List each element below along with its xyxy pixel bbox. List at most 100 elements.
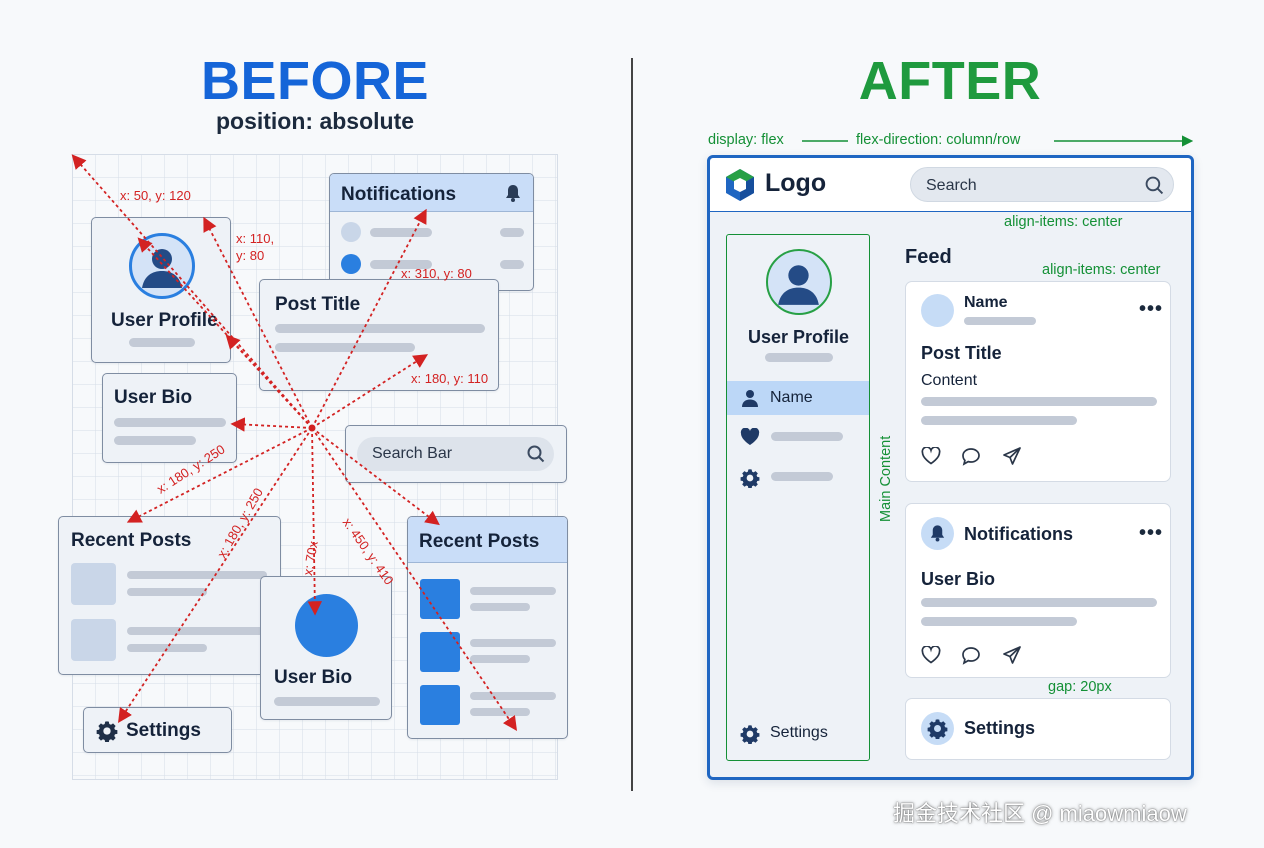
divider — [631, 58, 633, 791]
post-content: Content — [921, 372, 978, 389]
comment-icon[interactable] — [961, 447, 981, 466]
search-bar[interactable]: Search Bar — [357, 437, 554, 471]
placeholder-line — [470, 655, 530, 663]
sidebar: User Profile Name Settings — [726, 234, 870, 761]
sidebar-item-favorites[interactable] — [727, 421, 869, 453]
coord-label: x: 310, y: 80 — [401, 266, 472, 281]
recent-posts-label: Recent Posts — [71, 530, 192, 551]
bell-icon — [930, 525, 945, 542]
placeholder-line — [370, 228, 432, 237]
notifications-post-card: Notifications ••• User Bio — [905, 503, 1171, 678]
sidebar-settings[interactable]: Settings — [727, 713, 869, 753]
placeholder-line — [771, 432, 843, 441]
bell-icon — [506, 185, 520, 202]
placeholder-line — [500, 260, 524, 269]
placeholder-line — [470, 692, 556, 700]
user-bio-card: User Bio — [102, 373, 237, 463]
settings-post-card[interactable]: Settings — [905, 698, 1171, 760]
placeholder-line — [370, 260, 432, 269]
user-bio-card-bottom: User Bio — [260, 576, 392, 720]
placeholder-line — [765, 353, 833, 362]
heart-icon — [740, 428, 760, 445]
gap-label: gap: 20px — [1048, 679, 1112, 695]
placeholder-line — [114, 436, 196, 445]
gear-icon — [740, 725, 760, 744]
comment-icon[interactable] — [961, 646, 981, 665]
sidebar-item-settings-gear[interactable] — [727, 461, 869, 493]
thumbnail — [420, 685, 460, 725]
search-placeholder: Search — [926, 177, 977, 194]
watermark: 掘金技术社区 @ miaowmiaow — [893, 801, 1187, 826]
after-title: AFTER — [858, 51, 1042, 111]
app-header: Logo Search — [710, 158, 1191, 212]
user-bio-label: User Bio — [114, 387, 193, 408]
list-dot — [341, 222, 361, 242]
placeholder-line — [129, 338, 195, 347]
placeholder-line — [500, 228, 524, 237]
user-icon — [742, 390, 758, 407]
logo-icon — [726, 169, 754, 201]
align-items-label-2: align-items: center — [1042, 262, 1161, 278]
thumbnail — [420, 632, 460, 672]
placeholder-line — [275, 324, 485, 333]
placeholder-line — [275, 343, 415, 352]
more-icon[interactable]: ••• — [1139, 522, 1164, 544]
avatar-circle — [295, 594, 358, 657]
placeholder-line — [127, 644, 207, 652]
placeholder-line — [470, 708, 530, 716]
placeholder-line — [771, 472, 833, 481]
sidebar-item-label: Name — [770, 389, 813, 406]
placeholder-line — [274, 697, 380, 706]
search-bar-card: Search Bar — [345, 425, 567, 483]
gear-badge — [921, 712, 954, 745]
heart-icon[interactable] — [921, 447, 941, 465]
notifications-card: Notifications — [329, 173, 534, 291]
logo-text: Logo — [765, 169, 827, 197]
placeholder-line — [470, 587, 556, 595]
recent-posts-card-left: Recent Posts — [58, 516, 281, 675]
placeholder-line — [127, 588, 207, 596]
post-title-card: Post Title — [259, 279, 499, 391]
flex-direction-label: flex-direction: column/row — [856, 132, 1021, 148]
notifications-label: Notifications — [341, 184, 457, 205]
coord-label: x: 180, y: 110 — [411, 371, 489, 386]
notifications-title: Notifications — [964, 524, 1074, 544]
list-dot — [341, 254, 361, 274]
placeholder-line — [921, 598, 1157, 607]
coord-label: x: 50, y: 120 — [120, 188, 191, 203]
display-flex-label: display: flex — [708, 132, 784, 148]
gear-icon — [740, 469, 760, 488]
post-author: Name — [964, 294, 1008, 311]
placeholder-line — [470, 603, 530, 611]
placeholder-line — [114, 418, 226, 427]
user-profile-label: User Profile — [111, 310, 218, 331]
sidebar-profile-label: User Profile — [748, 327, 850, 347]
placeholder-line — [127, 571, 267, 579]
user-bio-label: User Bio — [274, 667, 353, 688]
before-title: BEFORE — [200, 51, 430, 111]
placeholder-line — [921, 617, 1077, 626]
placeholder-line — [127, 627, 267, 635]
post-card: Name ••• Post Title Content — [905, 281, 1171, 482]
align-items-label: align-items: center — [1004, 214, 1123, 230]
sidebar-avatar — [766, 249, 832, 315]
coord-label: x: 110, y: 80 — [236, 231, 275, 263]
send-icon[interactable] — [1002, 646, 1022, 665]
send-icon[interactable] — [1002, 447, 1022, 466]
recent-posts-label: Recent Posts — [419, 531, 540, 552]
placeholder-line — [964, 317, 1036, 325]
thumbnail — [71, 619, 116, 661]
more-icon[interactable]: ••• — [1139, 298, 1164, 320]
post-title-label: Post Title — [275, 294, 361, 315]
placeholder-line — [470, 639, 556, 647]
heart-icon[interactable] — [921, 646, 941, 664]
main-content-label: Main Content — [878, 435, 894, 522]
search-input[interactable]: Search — [910, 167, 1174, 202]
settings-label: Settings — [126, 720, 201, 741]
gear-icon — [96, 721, 118, 742]
bell-badge — [921, 517, 954, 550]
sidebar-settings-label: Settings — [770, 724, 828, 741]
search-icon — [1145, 176, 1164, 195]
sidebar-item-name[interactable]: Name — [727, 381, 869, 415]
absolute-position-arrows — [71, 154, 518, 731]
